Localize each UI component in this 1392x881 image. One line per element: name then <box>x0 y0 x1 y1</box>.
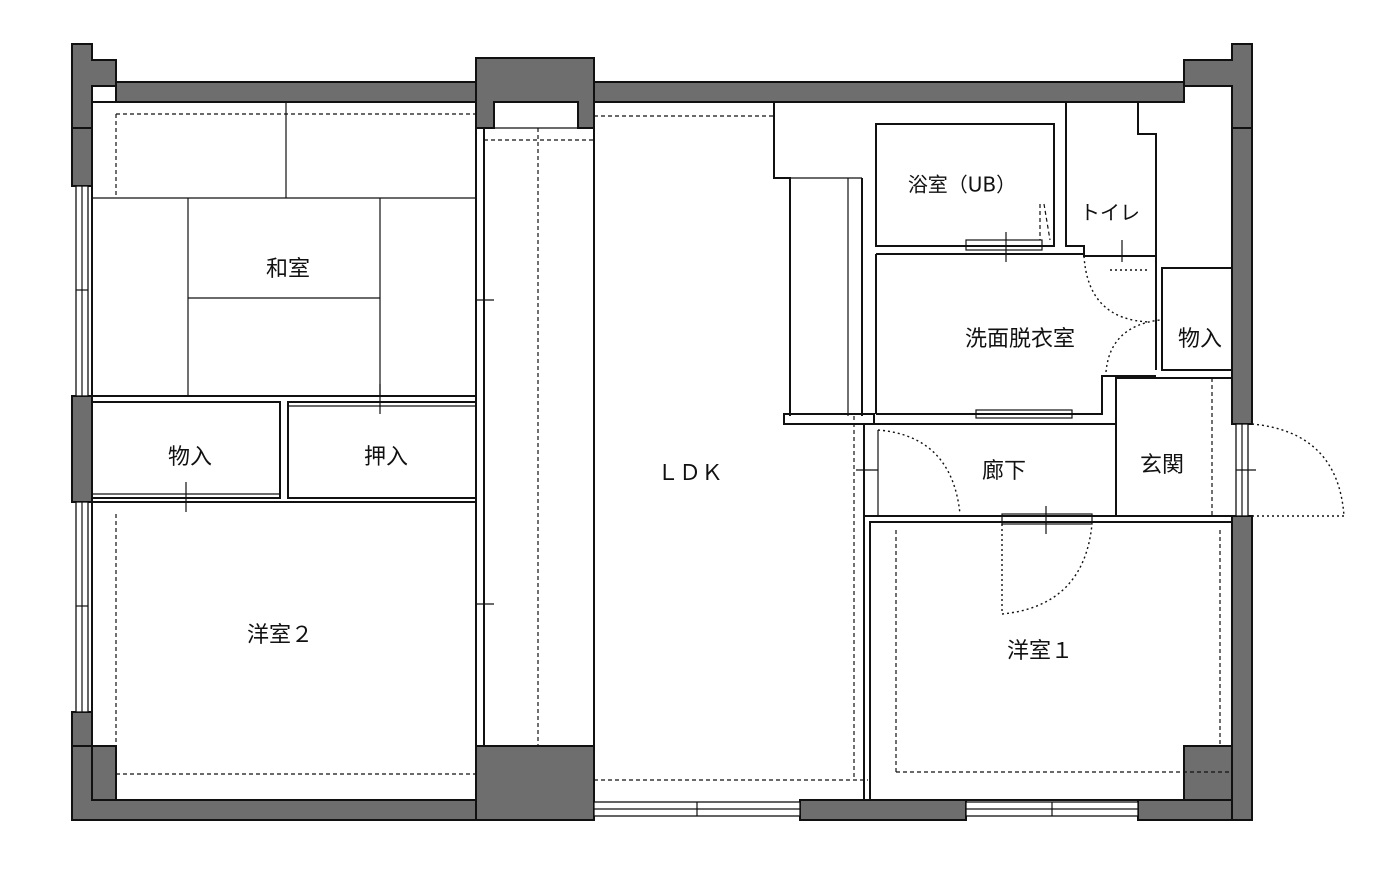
youshitsu2-room <box>91 501 477 801</box>
label-oshiire: 押入 <box>364 445 408 470</box>
label-senmen: 洗面脱衣室 <box>965 327 1075 352</box>
label-ldk: ＬＤＫ <box>657 461 723 486</box>
label-washitsu: 和室 <box>266 257 310 282</box>
ldk-room <box>593 102 868 800</box>
door-ticks <box>185 232 1047 534</box>
closet-row <box>91 395 477 503</box>
room-labels: 和室 物入 押入 洋室２ ＬＤＫ 浴室（UB） トイレ 洗面脱衣室 物入 廊下 … <box>168 173 1222 665</box>
windows <box>75 185 1249 817</box>
wet-area <box>773 102 1233 425</box>
youshitsu1-room <box>869 513 1233 801</box>
label-youshitsu1: 洋室１ <box>1007 639 1073 664</box>
label-monoire-right: 物入 <box>1178 327 1222 352</box>
label-youshitsu2: 洋室２ <box>247 623 313 648</box>
hallway-genkan <box>864 376 1345 517</box>
outer-walls <box>71 43 1253 821</box>
label-toilet: トイレ <box>1080 201 1140 225</box>
washitsu-room <box>91 101 477 397</box>
ldk-side-strip <box>475 127 594 746</box>
label-yokushitsu: 浴室（UB） <box>908 173 1016 197</box>
label-monoire-left: 物入 <box>168 445 212 470</box>
label-rouka: 廊下 <box>982 459 1026 484</box>
label-genkan: 玄関 <box>1140 453 1184 478</box>
